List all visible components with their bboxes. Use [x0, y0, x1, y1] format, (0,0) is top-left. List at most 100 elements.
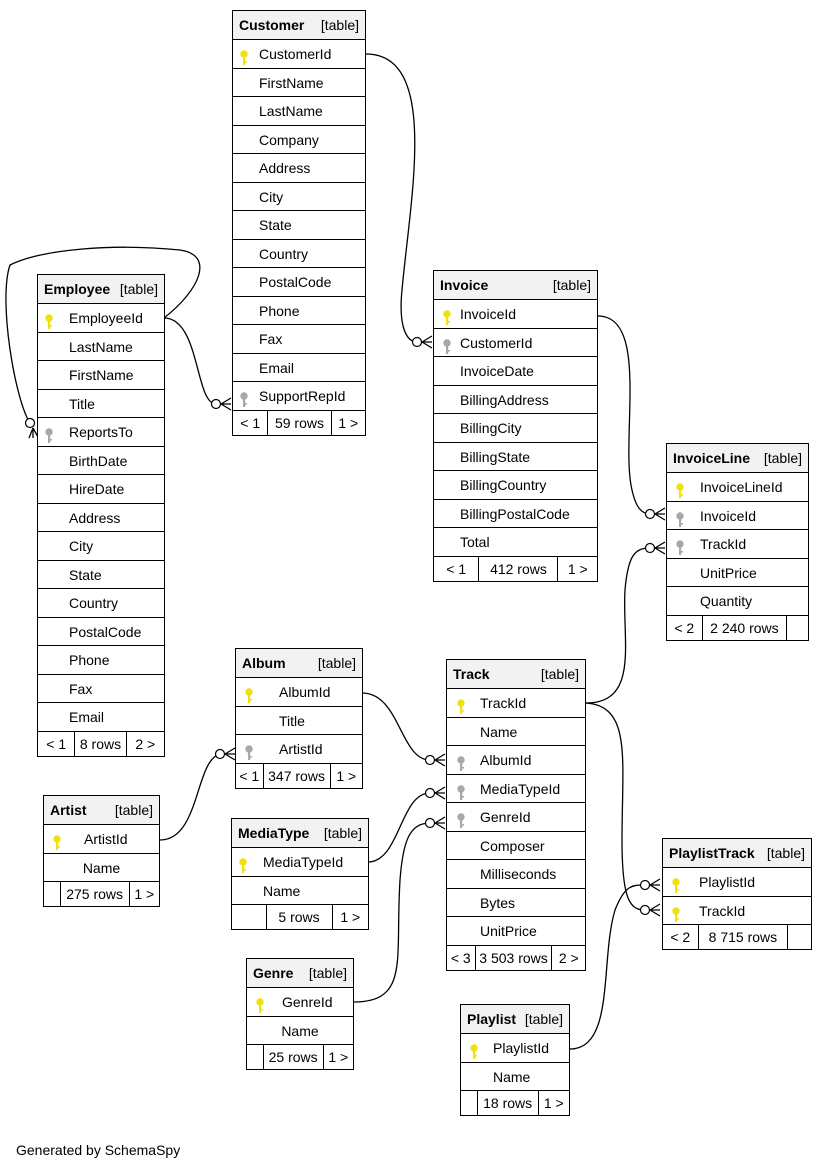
column-row[interactable]: MediaTypeId — [447, 775, 585, 803]
column-row[interactable]: BirthDate — [38, 447, 164, 475]
rel-customer-invoice — [365, 53, 418, 343]
column-row[interactable]: BillingCountry — [434, 471, 597, 500]
column-row[interactable]: Total — [434, 528, 597, 557]
column-row[interactable]: Title — [236, 707, 362, 735]
crowfoot-marker — [654, 541, 666, 555]
table-header: Artist [table] — [44, 796, 159, 825]
column-name: TrackId — [699, 902, 746, 919]
table-type-tag: [table] — [524, 1011, 563, 1027]
column-name: InvoiceId — [460, 306, 517, 322]
column-row[interactable]: LastName — [38, 333, 164, 361]
column-row[interactable]: PlaylistId — [461, 1034, 569, 1063]
column-name: UnitPrice — [480, 923, 537, 939]
column-row[interactable]: ArtistId — [44, 825, 159, 854]
column-row[interactable]: Country — [233, 240, 365, 268]
column-name: Email — [259, 359, 295, 376]
column-row[interactable]: Quantity — [667, 587, 808, 616]
column-row[interactable]: Email — [233, 354, 365, 382]
column-row[interactable]: Bytes — [447, 889, 585, 917]
table-type-tag: [table] — [320, 17, 359, 33]
column-row[interactable]: PostalCode — [233, 268, 365, 297]
column-row[interactable]: InvoiceId — [434, 300, 597, 329]
column-row[interactable]: MediaTypeId — [232, 848, 368, 877]
column-row[interactable]: Fax — [38, 675, 164, 703]
column-row[interactable]: Title — [38, 390, 164, 418]
column-row[interactable]: Country — [38, 589, 164, 618]
column-row[interactable]: Milliseconds — [447, 860, 585, 889]
column-row[interactable]: Composer — [447, 832, 585, 860]
column-row[interactable]: UnitPrice — [447, 917, 585, 946]
column-row[interactable]: InvoiceId — [667, 502, 808, 530]
column-row[interactable]: PlaylistId — [663, 868, 811, 897]
column-row[interactable]: State — [233, 211, 365, 240]
column-row[interactable]: Phone — [38, 646, 164, 675]
column-row[interactable]: City — [233, 183, 365, 211]
column-row[interactable]: BillingAddress — [434, 386, 597, 414]
column-row[interactable]: TrackId — [663, 897, 811, 925]
column-row[interactable]: Name — [447, 718, 585, 746]
column-row[interactable]: ReportsTo — [38, 418, 164, 447]
column-name: BillingState — [460, 448, 531, 465]
column-row[interactable]: Name — [232, 877, 368, 905]
column-row[interactable]: ArtistId — [236, 735, 362, 764]
foreign-key-icon — [456, 753, 466, 771]
column-row[interactable]: CustomerId — [434, 329, 597, 357]
column-row[interactable]: CustomerId — [233, 40, 365, 69]
column-row[interactable]: GenreId — [247, 988, 353, 1017]
column-row[interactable]: InvoiceDate — [434, 357, 597, 386]
column-row[interactable]: State — [38, 561, 164, 589]
column-row[interactable]: FirstName — [233, 69, 365, 97]
table-name: Customer — [239, 17, 305, 33]
table-type-tag: [table] — [119, 281, 158, 297]
column-row[interactable]: Company — [233, 126, 365, 154]
column-row[interactable]: Phone — [233, 297, 365, 325]
column-row[interactable]: LastName — [233, 97, 365, 126]
column-row[interactable]: FirstName — [38, 361, 164, 390]
column-row[interactable]: PostalCode — [38, 618, 164, 646]
column-row[interactable]: AlbumId — [447, 746, 585, 775]
column-row[interactable]: City — [38, 532, 164, 561]
rel-employee-self — [5, 246, 201, 424]
column-row[interactable]: TrackId — [447, 689, 585, 718]
rel-invoice-invoiceline — [597, 315, 651, 515]
column-name: GenreId — [282, 994, 333, 1010]
column-row[interactable]: HireDate — [38, 475, 164, 504]
column-row[interactable]: Email — [38, 703, 164, 732]
column-row[interactable]: Address — [38, 504, 164, 532]
column-row[interactable]: Fax — [233, 325, 365, 354]
column-row[interactable]: BillingPostalCode — [434, 500, 597, 528]
column-row[interactable]: TrackId — [667, 530, 808, 559]
table-header: Album [table] — [236, 649, 362, 678]
column-row[interactable]: InvoiceLineId — [667, 473, 808, 502]
column-row[interactable]: BillingCity — [434, 414, 597, 443]
column-row[interactable]: GenreId — [447, 803, 585, 832]
column-row[interactable]: SupportRepId — [233, 382, 365, 411]
column-row[interactable]: Name — [247, 1017, 353, 1045]
column-row[interactable]: Name — [461, 1063, 569, 1091]
column-name: HireDate — [69, 481, 125, 497]
column-name: BillingCity — [460, 420, 522, 436]
column-row[interactable]: Name — [44, 854, 159, 882]
table-header: Invoice [table] — [434, 271, 597, 300]
column-row[interactable]: UnitPrice — [667, 559, 808, 587]
column-name: Phone — [69, 652, 110, 668]
column-name: Milliseconds — [480, 866, 557, 882]
column-name: GenreId — [480, 809, 531, 825]
column-row[interactable]: Address — [233, 154, 365, 183]
column-row[interactable]: BillingState — [434, 443, 597, 471]
column-row[interactable]: AlbumId — [236, 678, 362, 707]
column-row[interactable]: EmployeeId — [38, 304, 164, 333]
table-header: Customer [table] — [233, 11, 365, 40]
